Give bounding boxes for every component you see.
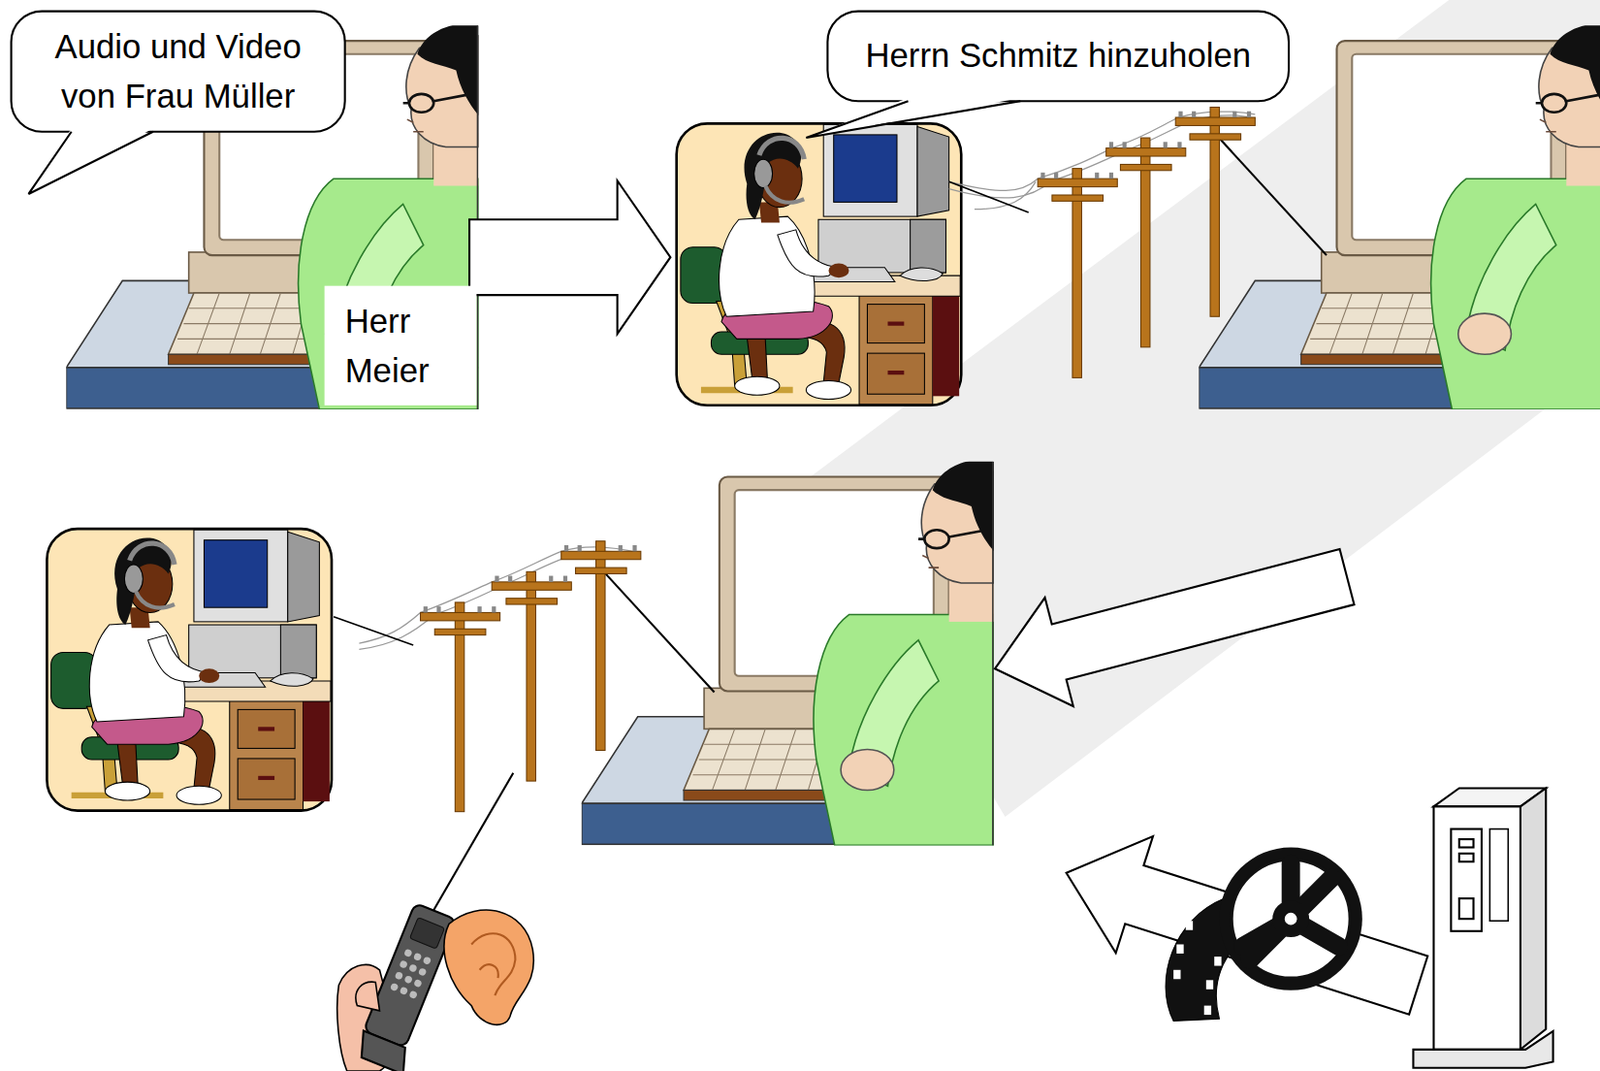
- phone-and-ear: [389, 982, 400, 992]
- server-tower: [1520, 787, 1546, 1049]
- server-tower: [1412, 1030, 1553, 1068]
- phone-and-ear: [363, 902, 457, 1048]
- server-tower: [1489, 829, 1508, 922]
- bubble-body: [827, 11, 1289, 102]
- film-reel: [1284, 912, 1298, 926]
- bubble-tail-outline: [805, 100, 1021, 138]
- film-reel: [1165, 846, 1363, 1021]
- phone-and-ear: [355, 981, 381, 1011]
- block-arrow: [469, 180, 671, 334]
- film-reel: [1218, 846, 1362, 990]
- phone-and-ear: [389, 948, 432, 1000]
- server-tower: [1412, 787, 1553, 1067]
- film-reel: [1173, 969, 1181, 979]
- film-reel: [1214, 956, 1221, 965]
- phone-and-ear: [413, 951, 423, 961]
- text-wrap: Herr Meier: [345, 296, 457, 395]
- woman-with-headset: [46, 528, 332, 810]
- node-text: Herrn Schmitz hinzuholen: [838, 32, 1278, 81]
- illustration: [420, 602, 501, 812]
- phone-and-ear: [410, 917, 446, 950]
- illustration: [561, 541, 641, 751]
- text-wrap: Audio und Video von Frau Müller: [26, 22, 330, 121]
- woman-with-headset: [676, 123, 962, 405]
- phone-and-ear: [403, 948, 414, 959]
- phone-and-ear: [399, 986, 410, 996]
- speech-bubble: Audio und Video von Frau Müller: [10, 10, 347, 133]
- film-reel: [1272, 899, 1310, 937]
- phone-line: [949, 181, 1029, 213]
- block-arrow: [469, 180, 1428, 1014]
- illustration: [1037, 168, 1118, 379]
- bubble-body: [11, 11, 346, 132]
- phone-and-ear: [417, 966, 428, 977]
- bubble-tail: [28, 128, 153, 194]
- speech-bubble: Herrn Schmitz hinzuholen: [826, 10, 1290, 103]
- phone-line: [333, 616, 414, 645]
- film-reel: [1173, 920, 1221, 1015]
- phone-and-ear: [408, 962, 418, 973]
- phone-line: [600, 567, 715, 692]
- node-text: Herr Meier: [345, 296, 457, 395]
- phone-line: [1214, 132, 1327, 256]
- phone-and-ear: [398, 959, 409, 969]
- phone-and-ear: [413, 978, 423, 989]
- film-reel: [1231, 859, 1350, 978]
- server-tower: [1433, 805, 1520, 1049]
- film-reel: [1185, 920, 1193, 929]
- phone-and-ear: [353, 1030, 414, 1071]
- text-wrap: Herrn Schmitz hinzuholen: [838, 32, 1278, 81]
- phone-line: [949, 111, 1327, 256]
- bubble-tail-outline: [28, 131, 153, 194]
- background-stripe: [1254, 448, 1600, 878]
- server-tower: [1459, 838, 1474, 847]
- film-reel: [1243, 863, 1340, 960]
- phone-and-ear: [444, 909, 534, 1024]
- phone-and-ear: [471, 932, 515, 995]
- server-tower: [1459, 853, 1474, 862]
- phone-and-ear: [422, 955, 433, 965]
- illustration: [1175, 107, 1255, 318]
- block-arrow: [994, 548, 1355, 706]
- name-tag: Herr Meier: [324, 286, 478, 406]
- illustration: [491, 571, 572, 781]
- block-arrow: [1066, 835, 1429, 1015]
- background-stripe: [1592, 448, 1600, 878]
- node-text: Audio und Video von Frau Müller: [26, 22, 330, 121]
- film-reel: [1206, 979, 1214, 989]
- film-reel: [1204, 1005, 1212, 1015]
- film-reel: [1176, 943, 1184, 953]
- server-tower: [1459, 897, 1474, 919]
- bubble-tail: [805, 97, 1021, 138]
- phone-and-ear: [394, 970, 405, 981]
- man-at-computer: [581, 459, 994, 846]
- illustration: [1106, 137, 1186, 348]
- phone-line: [428, 772, 513, 919]
- phone-and-ear: [403, 974, 414, 985]
- phone-and-ear: [408, 990, 418, 1000]
- phone-line: [333, 546, 715, 919]
- phone-and-ear: [337, 902, 535, 1071]
- server-tower: [1450, 829, 1482, 931]
